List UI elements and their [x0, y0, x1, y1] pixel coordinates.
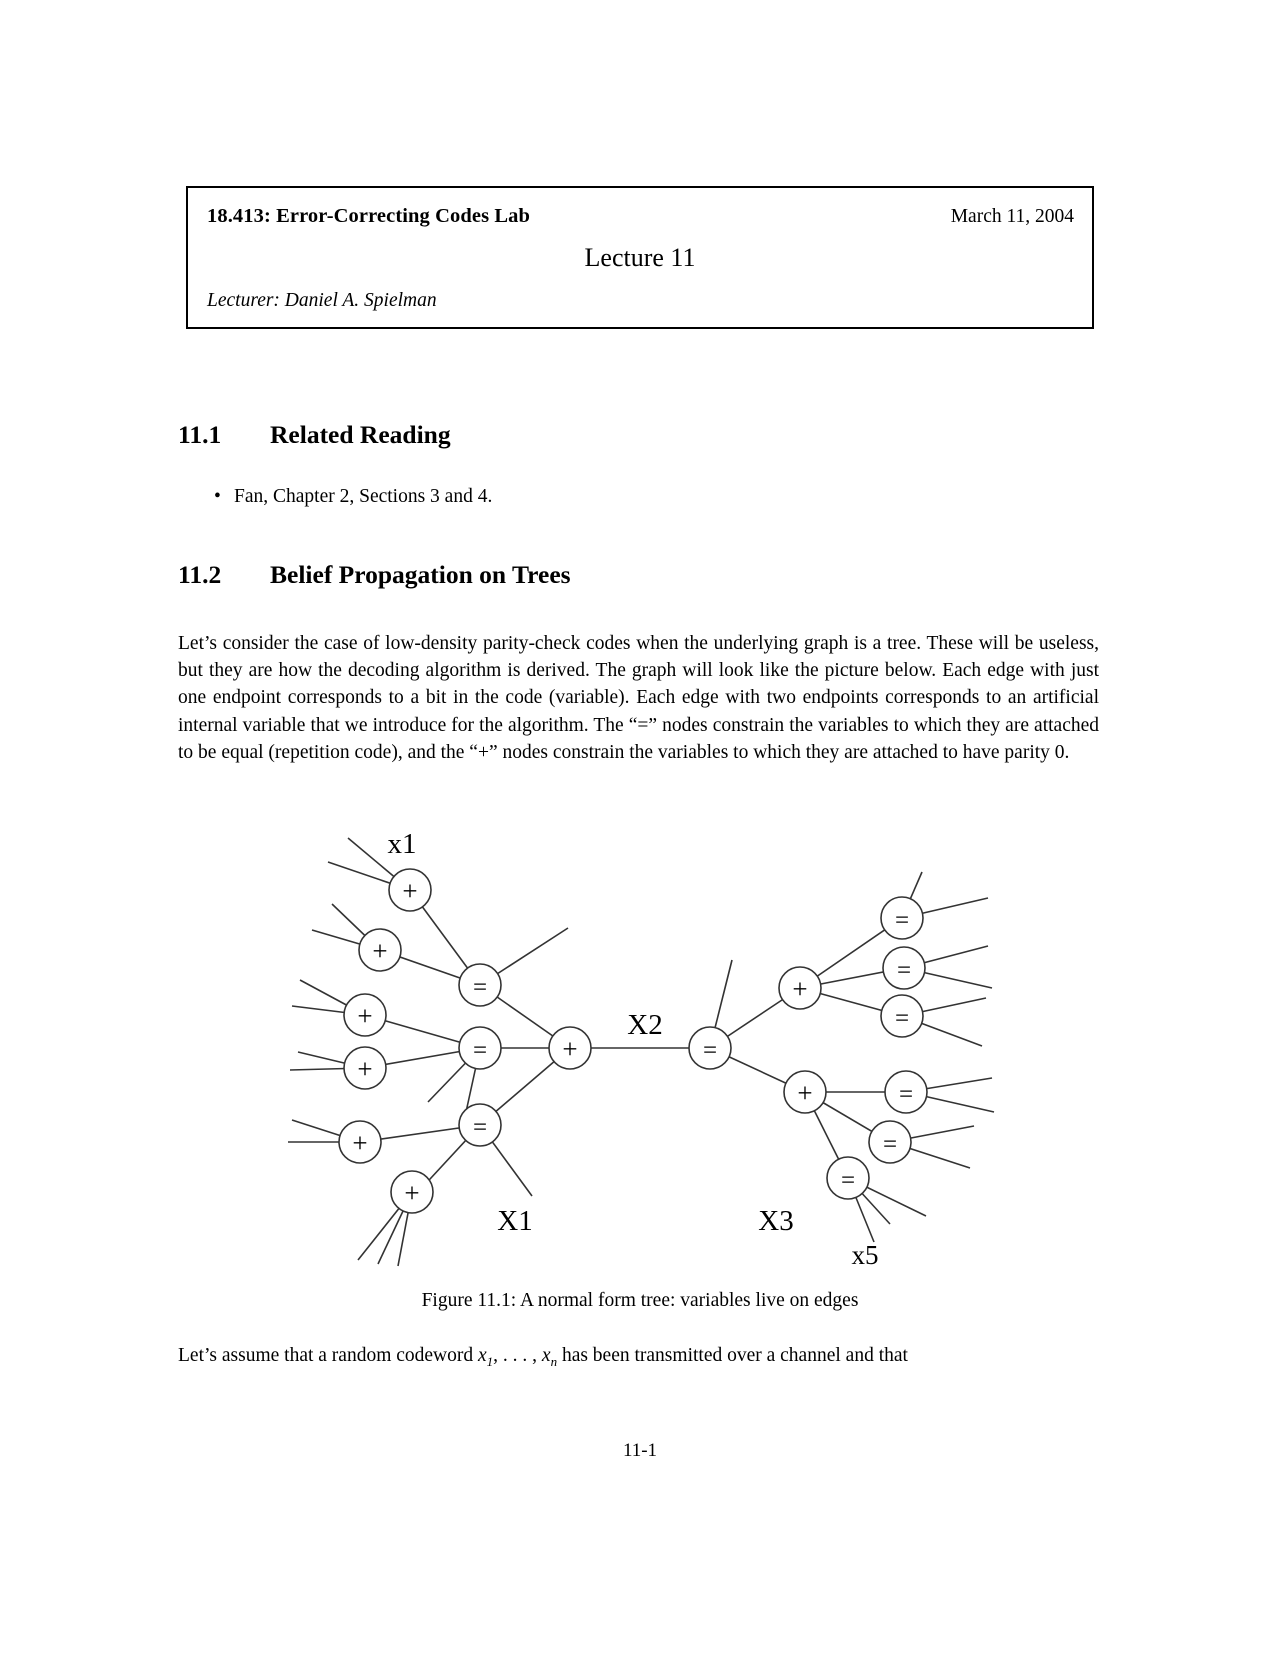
bullet-icon: • — [214, 486, 221, 507]
lecturer-name: Lecturer: Daniel A. Spielman — [207, 290, 437, 311]
closing-text-a: Let’s assume that a random codeword — [178, 1345, 478, 1366]
svg-text:+: + — [792, 974, 807, 1004]
equals-node: = — [458, 1103, 502, 1147]
svg-text:+: + — [797, 1078, 812, 1108]
svg-text:=: = — [473, 1037, 487, 1064]
reading-list: • Fan, Chapter 2, Sections 3 and 4. — [178, 483, 1098, 510]
course-identifier: 18.413: Error-Correcting Codes Lab — [207, 205, 531, 227]
svg-text:=: = — [473, 974, 487, 1001]
lecture-title: Lecture 11 — [584, 243, 696, 272]
svg-text:=: = — [895, 1005, 909, 1032]
equals-node: = — [458, 963, 502, 1007]
section-number: 11.2 — [178, 560, 222, 589]
plus-node: + — [390, 1170, 434, 1214]
lecture-date: March 11, 2004 — [950, 206, 1074, 227]
equals-nodes: = = = = = — [458, 896, 928, 1200]
equals-node: = — [884, 1070, 928, 1114]
svg-text:=: = — [899, 1081, 913, 1108]
svg-text:=: = — [883, 1131, 897, 1158]
section-title: Related Reading — [270, 420, 451, 449]
edge-label-x1: x1 — [388, 828, 417, 860]
edge-label-X1: X1 — [497, 1205, 532, 1237]
math-x-first-subscript: 1 — [486, 1353, 494, 1369]
svg-text:+: + — [352, 1128, 367, 1158]
section-heading-belief-propagation: 11.2 Belief Propagation on Trees — [178, 560, 571, 590]
equals-node: = — [880, 896, 924, 940]
list-item: • Fan, Chapter 2, Sections 3 and 4. — [178, 483, 1098, 510]
svg-text:=: = — [473, 1114, 487, 1141]
plus-node-center: + — [548, 1026, 592, 1070]
plus-node: + — [343, 1046, 387, 1090]
svg-text:=: = — [895, 907, 909, 934]
svg-text:+: + — [562, 1034, 577, 1064]
math-x-first: x — [478, 1345, 487, 1366]
closing-text-b: , . . . , — [493, 1345, 542, 1366]
edge-label-X2: X2 — [627, 1009, 662, 1041]
svg-text:=: = — [841, 1167, 855, 1194]
equals-node: = — [880, 994, 924, 1038]
lecture-header-box: 18.413: Error-Correcting Codes Lab March… — [186, 186, 1094, 329]
section-heading-related-reading: 11.1 Related Reading — [178, 420, 451, 450]
plus-node: + — [778, 966, 822, 1010]
page-number: 11-1 — [622, 1440, 658, 1461]
closing-paragraph: Let’s assume that a random codeword x1, … — [178, 1342, 1103, 1375]
equals-node: = — [458, 1026, 502, 1070]
list-item-text: Fan, Chapter 2, Sections 3 and 4. — [234, 486, 493, 507]
math-x-last: x — [541, 1345, 551, 1366]
plus-node: + — [338, 1120, 382, 1164]
plus-node: + — [343, 993, 387, 1037]
equals-node: = — [826, 1156, 870, 1200]
plus-node: + — [388, 868, 432, 912]
svg-text:+: + — [404, 1178, 419, 1208]
equals-node-center: = — [688, 1026, 732, 1070]
normal-form-tree-figure: + + + + + — [270, 820, 1030, 1290]
edge-label-X3: X3 — [758, 1205, 793, 1237]
plus-nodes: + + + + + — [338, 868, 827, 1214]
figure-caption: Figure 11.1: A normal form tree: variabl… — [421, 1290, 859, 1311]
svg-text:=: = — [703, 1037, 717, 1064]
plus-node: + — [358, 928, 402, 972]
svg-text:+: + — [357, 1001, 372, 1031]
header-top-row: 18.413: Error-Correcting Codes Lab March… — [188, 205, 1092, 233]
math-x-last-subscript: n — [550, 1353, 558, 1369]
body-paragraph: Let’s consider the case of low-density p… — [178, 633, 1099, 763]
section-title: Belief Propagation on Trees — [270, 560, 571, 589]
section-number: 11.1 — [178, 420, 222, 449]
closing-text-c: has been transmitted over a channel and … — [557, 1345, 908, 1366]
svg-text:+: + — [402, 876, 417, 906]
svg-text:+: + — [357, 1054, 372, 1084]
equals-node: = — [882, 946, 926, 990]
plus-node: + — [783, 1070, 827, 1114]
equals-node: = — [868, 1120, 912, 1164]
tree-graph-svg: + + + + + — [288, 828, 995, 1270]
edge-label-x5: x5 — [852, 1240, 879, 1270]
svg-text:=: = — [897, 957, 911, 984]
svg-text:+: + — [372, 936, 387, 966]
